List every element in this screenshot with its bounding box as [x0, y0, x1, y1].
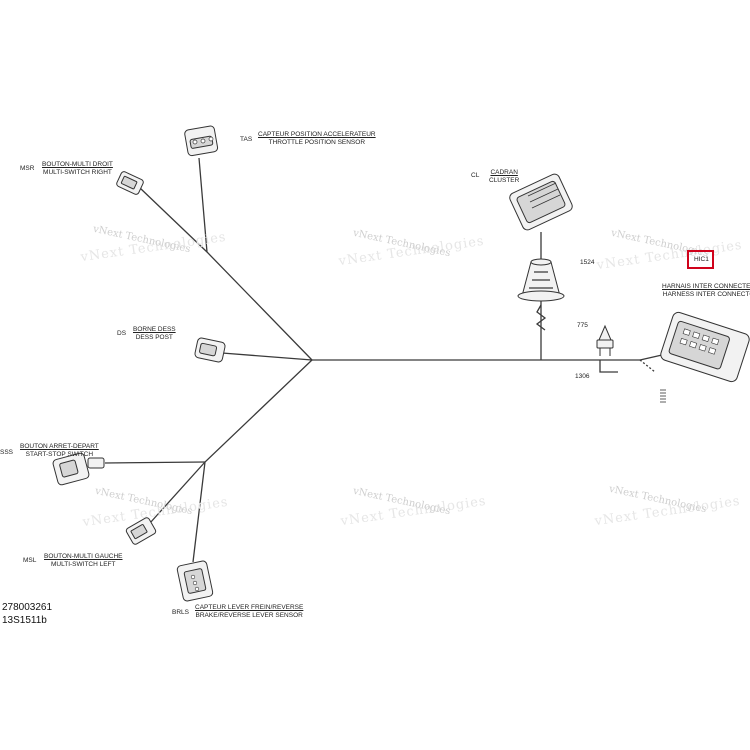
- sss-label-fr: BOUTON ARRET-DEPART: [20, 443, 99, 450]
- ds-label-fr: BORNE DESS: [133, 326, 176, 333]
- cluster-connector: [509, 173, 573, 231]
- brls-code: BRLS: [172, 609, 189, 616]
- pin-stack: [660, 389, 666, 403]
- part-number-775: 775: [577, 322, 588, 329]
- branch-wire-ds: [221, 352, 313, 361]
- msl-code: MSL: [23, 557, 37, 564]
- msr-connector: [116, 171, 144, 195]
- drawing-number: 278003261: [2, 602, 53, 613]
- cl-label-fr: CADRAN: [490, 169, 518, 176]
- tas-code: TAS: [240, 136, 253, 143]
- sss-code: SSS: [0, 449, 14, 456]
- hic1-highlight-box: [687, 250, 714, 269]
- msr-label-fr: BOUTON-MULTI DROIT: [42, 161, 113, 168]
- msl-label-fr: BOUTON-MULTI GAUCHE: [44, 553, 123, 560]
- brls-label-fr: CAPTEUR LEVER FREIN/REVERSE: [195, 604, 304, 611]
- ds-connector: [194, 337, 226, 363]
- brls-connector: [176, 560, 214, 602]
- hic-label-fr: HARNAIS INTER CONNECTEUR: [662, 283, 750, 290]
- msr-code: MSR: [20, 165, 35, 172]
- hic-label-en: HARNESS INTER CONNECTOR: [662, 291, 750, 298]
- tas-label-en: THROTTLE POSITION SENSOR: [268, 139, 366, 146]
- hic1-code: HIC1: [694, 256, 709, 263]
- part-number-1306: 1306: [575, 373, 590, 380]
- cl-code: CL: [471, 172, 480, 179]
- cl-label-en: CLUSTER: [489, 177, 520, 184]
- brls-label: CAPTEUR LEVER FREIN/REVERSE BRAKE/REVERS…: [195, 604, 303, 620]
- hic-label: HARNAIS INTER CONNECTEUR HARNESS INTER C…: [662, 283, 750, 299]
- sss-label-en: START-STOP SWITCH: [25, 451, 94, 458]
- tas-label-fr: CAPTEUR POSITION ACCELERATEUR: [258, 131, 376, 138]
- grommet-1524: [517, 258, 565, 302]
- msl-label-en: MULTI-SWITCH LEFT: [50, 561, 116, 568]
- branch-wire-hic: [639, 354, 663, 361]
- cl-label: CADRAN CLUSTER: [489, 169, 519, 185]
- clip-775: [596, 324, 614, 356]
- sss-label: BOUTON ARRET-DEPART START-STOP SWITCH: [20, 443, 99, 459]
- ds-label: BORNE DESS DESS POST: [133, 326, 176, 342]
- tas-label: CAPTEUR POSITION ACCELERATEUR THROTTLE P…: [258, 131, 376, 147]
- msl-connector: [125, 517, 157, 545]
- msr-label: BOUTON-MULTI DROIT MULTI-SWITCH RIGHT: [42, 161, 113, 177]
- msl-label: BOUTON-MULTI GAUCHE MULTI-SWITCH LEFT: [44, 553, 123, 569]
- branch-wire-lower: [192, 359, 313, 563]
- branch-wire-1306: [599, 360, 618, 373]
- part-number-1524: 1524: [580, 259, 595, 266]
- branch-wire-sss: [104, 461, 206, 464]
- branch-wire-msr: [139, 187, 208, 253]
- branch-wire-msl: [149, 461, 206, 524]
- drawing-revision: 13S1511b: [2, 615, 47, 626]
- msr-label-en: MULTI-SWITCH RIGHT: [43, 169, 112, 176]
- ds-label-en: DESS POST: [135, 334, 173, 341]
- sss-connector: [52, 452, 105, 486]
- tail-wire: [639, 359, 656, 373]
- hic1-connector: [660, 311, 750, 383]
- brls-label-en: BRAKE/REVERSE LEVER SENSOR: [195, 612, 303, 619]
- tas-connector: [184, 125, 219, 157]
- branch-wire-tas: [198, 157, 313, 361]
- ds-code: DS: [117, 330, 127, 337]
